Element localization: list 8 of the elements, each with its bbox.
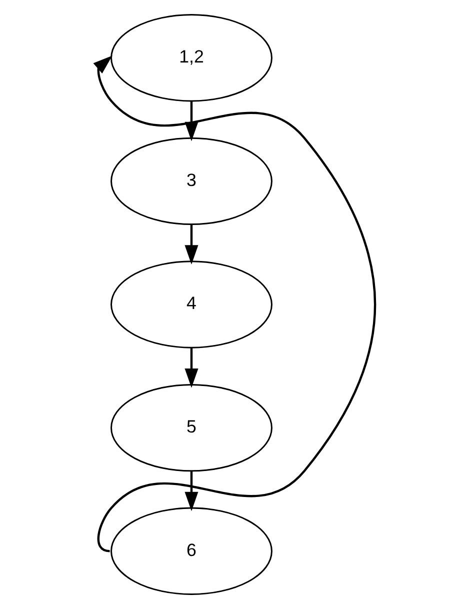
node-ellipse: 3	[110, 137, 272, 226]
node-ellipse: 1,2	[110, 14, 272, 102]
node-ellipse: 5	[110, 384, 272, 472]
node-ellipse: 4	[110, 260, 272, 348]
arrow	[184, 348, 198, 388]
arrow	[184, 471, 198, 512]
node-ellipse: 6	[110, 507, 272, 595]
arrow	[184, 224, 198, 265]
